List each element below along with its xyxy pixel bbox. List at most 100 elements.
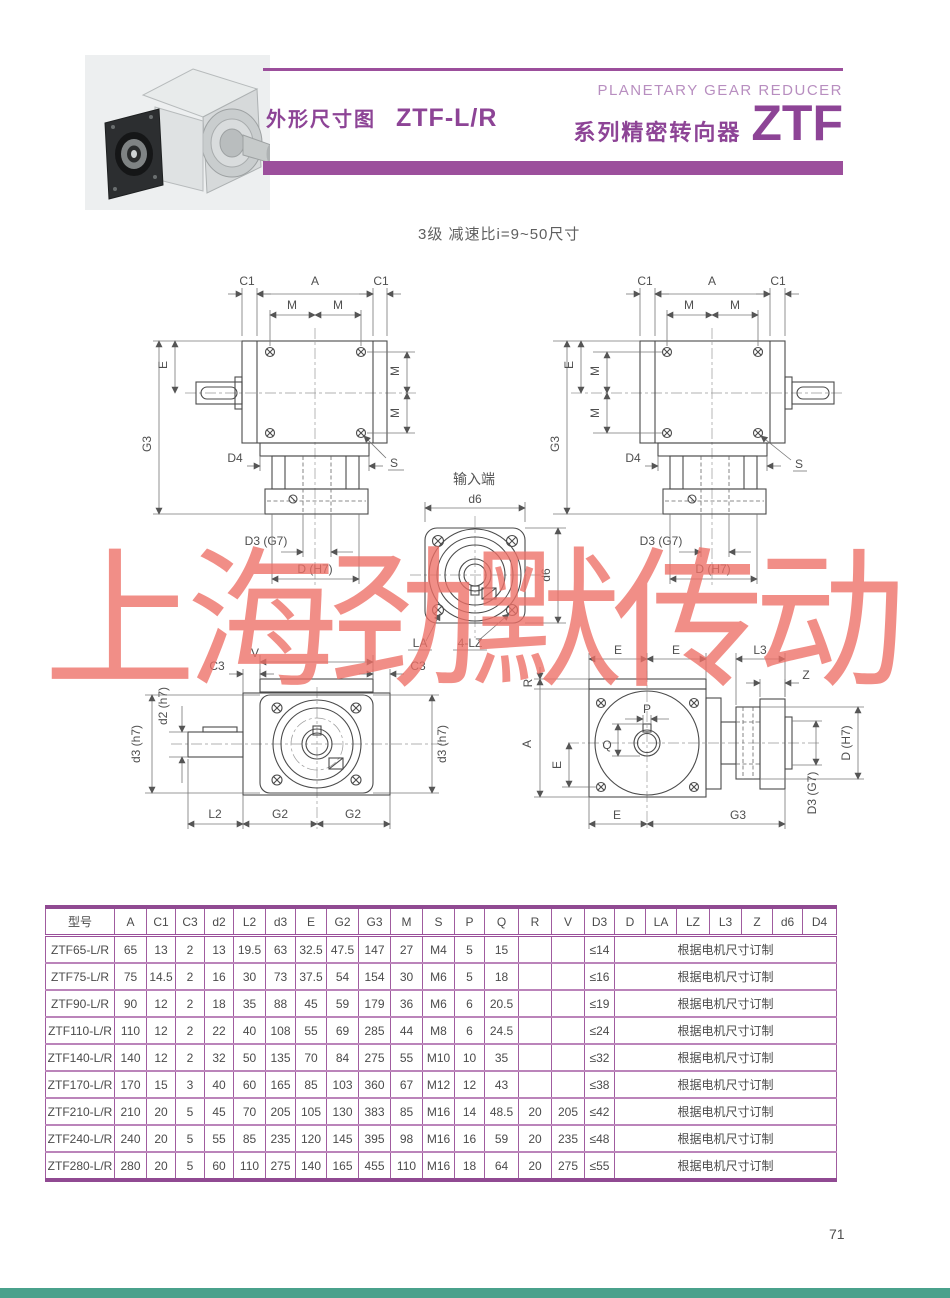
- dim-label-l3: L3: [753, 643, 767, 657]
- column-header: D: [614, 907, 646, 937]
- cell-value: 75: [114, 963, 147, 991]
- cell-value: 45: [295, 990, 327, 1018]
- cell-value: 383: [358, 1098, 391, 1126]
- cell-value: ≤38: [584, 1071, 615, 1099]
- cell-value: 135: [265, 1044, 296, 1072]
- dim-label-z: Z: [802, 668, 809, 682]
- cell-value: 105: [295, 1098, 327, 1126]
- cell-value: 55: [204, 1125, 234, 1153]
- cell-custom-note: 根据电机尺寸订制: [614, 1125, 837, 1153]
- cell-value: 36: [390, 990, 423, 1018]
- cell-value: 210: [114, 1098, 147, 1126]
- cell-value: 275: [551, 1152, 585, 1180]
- product-photo: [85, 55, 270, 210]
- cell-value: 85: [233, 1125, 266, 1153]
- dim-label-4-lz: 4-LZ: [458, 636, 483, 650]
- cell-value: [551, 1071, 585, 1099]
- cell-value: 2: [175, 990, 205, 1018]
- cell-value: 20: [146, 1098, 176, 1126]
- dim-label-d-h7: D (H7): [839, 725, 853, 760]
- cell-value: 20.5: [484, 990, 519, 1018]
- column-header: G3: [358, 907, 391, 937]
- cell-value: 130: [326, 1098, 359, 1126]
- cell-value: 60: [233, 1071, 266, 1099]
- cell-custom-note: 根据电机尺寸订制: [614, 1017, 837, 1045]
- cell-value: 5: [175, 1152, 205, 1180]
- series-subtitle-en: PLANETARY GEAR REDUCER: [597, 82, 843, 99]
- cell-value: 395: [358, 1125, 391, 1153]
- cell-value: [518, 1044, 552, 1072]
- cell-value: 69: [326, 1017, 359, 1045]
- cell-value: 5: [175, 1098, 205, 1126]
- column-header: V: [551, 907, 585, 937]
- cell-value: 147: [358, 935, 391, 964]
- dim-label-d3-g7: D3 (G7): [640, 534, 683, 548]
- cell-value: 70: [295, 1044, 327, 1072]
- title-model: ZTF-L/R: [396, 104, 498, 132]
- dim-label-m: M: [588, 408, 602, 418]
- column-header: S: [422, 907, 455, 937]
- header-thin-rule: [263, 68, 843, 71]
- cell-value: 90: [114, 990, 147, 1018]
- dim-label-c1: C1: [239, 274, 255, 288]
- cell-value: 64: [484, 1152, 519, 1180]
- cell-value: 108: [265, 1017, 296, 1045]
- cell-value: 14.5: [146, 963, 176, 991]
- cell-value: 12: [146, 1044, 176, 1072]
- series-title: 系列精密转向器 ZTF: [573, 98, 843, 148]
- cell-value: 19.5: [233, 935, 266, 964]
- dim-label-m: M: [588, 366, 602, 376]
- cell-value: 44: [390, 1017, 423, 1045]
- cell-value: 30: [390, 963, 423, 991]
- dim-label-e: E: [672, 643, 680, 657]
- cell-custom-note: 根据电机尺寸订制: [614, 935, 837, 964]
- cell-value: 154: [358, 963, 391, 991]
- cell-value: 55: [295, 1017, 327, 1045]
- cell-value: 20: [518, 1152, 552, 1180]
- cell-value: 40: [233, 1017, 266, 1045]
- dim-label-v: V: [251, 646, 259, 660]
- drawing-top-view: V C3 C3 d2 (h7) d3 (h7) d3 (h7) L2: [129, 646, 450, 829]
- cell-value: [518, 963, 552, 991]
- cell-value: [551, 935, 585, 964]
- cell-value: 179: [358, 990, 391, 1018]
- cell-value: 43: [484, 1071, 519, 1099]
- dim-label-m: M: [333, 298, 343, 312]
- dim-label-a: A: [708, 274, 716, 288]
- cell-value: 88: [265, 990, 296, 1018]
- column-header: M: [390, 907, 423, 937]
- cell-value: M6: [422, 963, 455, 991]
- cell-value: ≤42: [584, 1098, 615, 1126]
- column-header: d3: [265, 907, 296, 937]
- cell-value: 5: [175, 1125, 205, 1153]
- cell-value: 73: [265, 963, 296, 991]
- cell-value: 140: [295, 1152, 327, 1180]
- dim-label-r: R: [521, 678, 535, 687]
- cell-value: 30: [233, 963, 266, 991]
- cell-model: ZTF280-L/R: [45, 1152, 115, 1180]
- dim-label-d4: D4: [227, 451, 243, 465]
- cell-value: [518, 1017, 552, 1045]
- cell-model: ZTF90-L/R: [45, 990, 115, 1018]
- cell-model: ZTF240-L/R: [45, 1125, 115, 1153]
- cell-custom-note: 根据电机尺寸订制: [614, 990, 837, 1018]
- column-header: A: [114, 907, 147, 937]
- cell-value: M10: [422, 1044, 455, 1072]
- column-header: G2: [326, 907, 359, 937]
- dim-label-q: Q: [602, 738, 611, 752]
- dim-label-a: A: [311, 274, 319, 288]
- cell-value: 35: [233, 990, 266, 1018]
- cell-value: M12: [422, 1071, 455, 1099]
- dim-label-d3-h7: d3 (h7): [129, 725, 143, 763]
- cell-value: 2: [175, 1017, 205, 1045]
- dim-label-e: E: [613, 808, 621, 822]
- dim-label-e: E: [550, 761, 564, 769]
- cell-value: 240: [114, 1125, 147, 1153]
- cell-value: 12: [454, 1071, 485, 1099]
